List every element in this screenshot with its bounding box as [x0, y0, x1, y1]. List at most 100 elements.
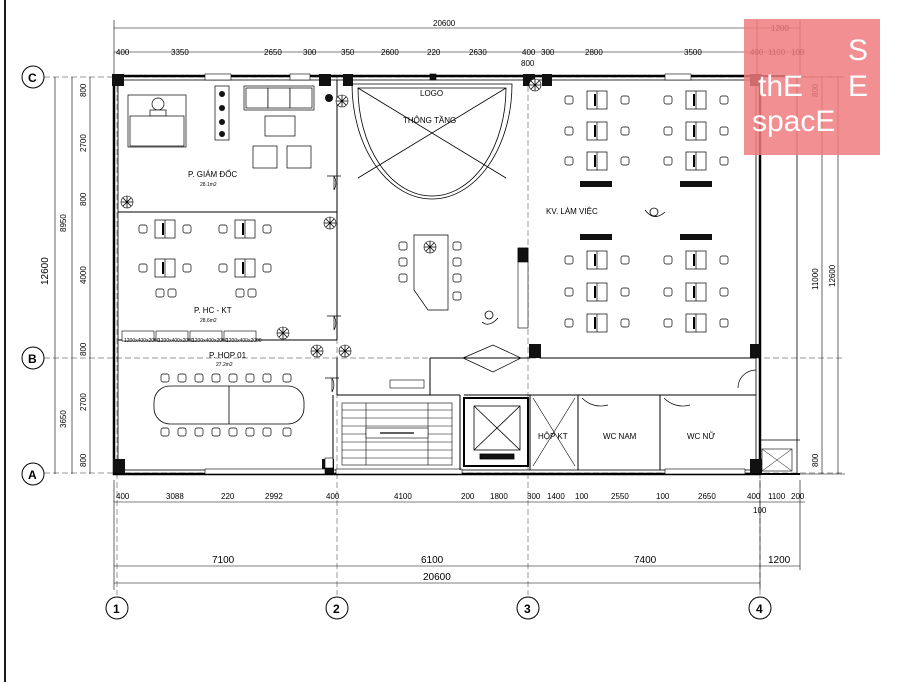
bottom-dim: 200 — [791, 492, 805, 501]
plant-icon — [276, 326, 290, 340]
grid-row-c: C — [21, 65, 45, 89]
shaft-cross — [532, 397, 576, 467]
top-dim: 3350 — [171, 48, 189, 57]
top-dim: 400 — [116, 48, 130, 57]
plant-icon — [323, 216, 337, 230]
plant-icon — [338, 344, 352, 358]
grid-label-3: 3 — [524, 602, 531, 616]
plant-icon — [310, 344, 324, 358]
plant-icon — [423, 240, 437, 254]
watermark-letter: thE — [758, 70, 803, 103]
windows — [204, 73, 746, 475]
top-dim: 800 — [521, 59, 535, 68]
admin-office-desks — [154, 219, 256, 278]
bottom-dim: 400 — [326, 492, 340, 501]
workspace-label: KV. LÀM VIỆC — [546, 207, 598, 216]
grid-row-b: B — [21, 346, 45, 370]
watermark-letter: spacE — [752, 105, 835, 138]
grid-col-3: 3 — [516, 596, 540, 620]
bottom-dim: 400 — [116, 492, 130, 501]
bottom-dim-small: 100 — [753, 506, 767, 515]
cabinet-label: 1200x400x2000 — [226, 338, 262, 344]
shaft-label: HỘP KT — [538, 432, 568, 441]
interior-walls — [118, 80, 756, 470]
plant-rows — [580, 181, 712, 240]
bottom-dim: 4100 — [394, 492, 412, 501]
top-dim: 300 — [303, 48, 317, 57]
wc-doors — [581, 369, 757, 407]
top-dim: 2630 — [469, 48, 487, 57]
meeting-room-name: P. HOP 01 — [209, 351, 247, 360]
axis-dim: 7100 — [212, 555, 235, 566]
left-inner-dim: 2700 — [79, 134, 88, 152]
lounge-table — [413, 234, 449, 311]
left-outer-dim: 12600 — [40, 257, 51, 285]
bottom-dim: 1100 — [768, 492, 786, 501]
director-office-area: 28.1m2 — [200, 182, 217, 188]
left-inner-dim: 800 — [79, 192, 88, 206]
door-icon — [326, 315, 342, 331]
director-office-furniture — [127, 85, 315, 169]
person-icon — [481, 310, 499, 325]
axis-dim: 7400 — [634, 555, 657, 566]
left-mid-dim: 3650 — [59, 410, 68, 428]
admin-office-area: 28.6m2 — [200, 318, 217, 324]
person-icon — [644, 207, 666, 217]
wc-men-label: WC NAM — [603, 432, 637, 441]
void-label: THÔNG TẦNG — [403, 115, 456, 125]
director-office-small-icons — [219, 91, 333, 137]
left-inner-dim: 800 — [79, 342, 88, 356]
grid-col-1: 1 — [105, 596, 129, 620]
grid-label-c: C — [28, 71, 37, 85]
top-dim: 2650 — [264, 48, 282, 57]
left-inner-dim: 2700 — [79, 393, 88, 411]
the-space-watermark: S thE E spacE — [744, 19, 880, 155]
axis-dim: 1200 — [768, 555, 791, 566]
top-dim: 220 — [427, 48, 441, 57]
storage-column — [517, 247, 529, 329]
bottom-dim: 1400 — [547, 492, 565, 501]
landing-dim — [389, 379, 425, 389]
watermark-letter: E — [848, 70, 868, 103]
cabinet-label: 1200x400x2000 — [192, 338, 228, 344]
admin-office-name: P. HC - KT — [194, 306, 232, 315]
bottom-dim: 2550 — [611, 492, 629, 501]
right-inner-dim: 11000 — [811, 268, 820, 290]
left-inner-dim: 4000 — [79, 266, 88, 284]
void-atrium — [351, 83, 513, 200]
top-dim: 2800 — [585, 48, 603, 57]
bottom-dim: 3088 — [166, 492, 184, 501]
director-office-name: P. GIÁM ĐỐC — [188, 169, 237, 179]
bottom-dim: 300 — [527, 492, 541, 501]
bottom-dim: 2992 — [265, 492, 283, 501]
plant-icon — [335, 94, 349, 108]
right-inner-dim: 800 — [811, 453, 820, 467]
bottom-segment-dims: 400 3088 220 2992 400 4100 200 1800 300 … — [116, 492, 805, 515]
cabinet-label: 1200x400x2000 — [124, 338, 160, 344]
grid-col-2: 2 — [325, 596, 349, 620]
plant-icon — [528, 78, 542, 92]
grid-row-a: A — [21, 462, 45, 486]
left-inner-dim: 800 — [79, 453, 88, 467]
axis-dim: 6100 — [421, 555, 444, 566]
left-inner-dim: 800 — [79, 83, 88, 97]
staircase — [341, 402, 453, 466]
elevator — [463, 397, 529, 467]
top-dim: 2600 — [381, 48, 399, 57]
bottom-total-dim: 20600 — [423, 572, 451, 583]
top-dim: 350 — [341, 48, 355, 57]
door-jamb — [324, 457, 334, 469]
grid-label-a: A — [28, 468, 37, 482]
left-dimensions — [54, 77, 91, 474]
cabinet-label: 1200x400x2000 — [158, 338, 194, 344]
bottom-dim: 1800 — [490, 492, 508, 501]
watermark-letter: S — [848, 34, 868, 67]
top-dim: 300 — [541, 48, 555, 57]
bottom-dim: 100 — [656, 492, 670, 501]
door-double-icon — [462, 344, 522, 373]
left-mid-dim: 8950 — [59, 214, 68, 232]
top-dim: 3500 — [684, 48, 702, 57]
bottom-dimensions — [113, 480, 805, 590]
grid-label-4: 4 — [756, 602, 763, 616]
